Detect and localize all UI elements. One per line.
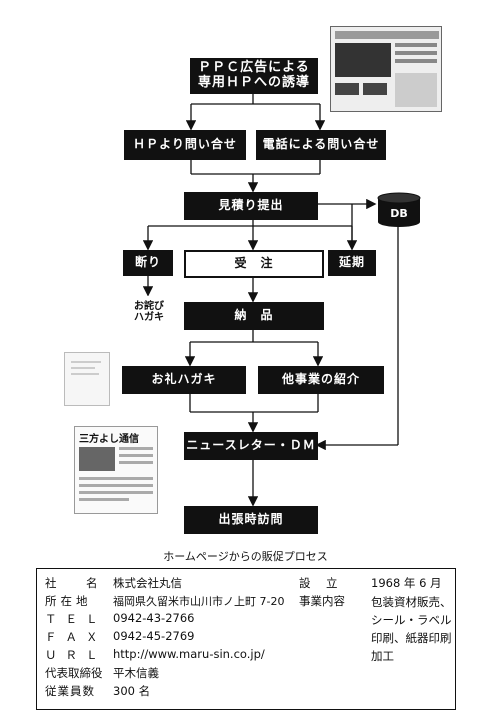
business-label: 事業内容 xyxy=(299,594,345,608)
node-estimate: 見積り提出 xyxy=(184,192,318,220)
figure-caption: ホームページからの販促プロセス xyxy=(163,550,328,563)
company-business: 包装資材販売、 シール・ラベル 印刷、紙器印刷 加工 xyxy=(371,595,452,663)
company-founded: 1968 年 6 月 xyxy=(371,576,442,590)
node-postpone: 延期 xyxy=(328,250,376,276)
employees-label: 従業員数 xyxy=(45,684,95,698)
tel-label: ＴＥＬ xyxy=(45,612,107,626)
node-ppc-ad: ＰＰＣ広告による 専用ＨＰへの誘導 xyxy=(190,58,318,94)
newsletter-thumb-title: 三方よし通信 xyxy=(79,434,139,445)
company-fax: 0942-45-2769 xyxy=(113,629,195,643)
node-tel-inquiry: 電話による問い合せ xyxy=(256,130,386,160)
flow-connectors xyxy=(142,94,399,507)
node-hp-inquiry: ＨＰより問い合せ xyxy=(124,130,246,160)
address-label: 所在地 xyxy=(45,594,92,608)
company-address: 福岡県久留米市山川市ノ上町 7-20 xyxy=(113,595,285,608)
fax-label: ＦＡＸ xyxy=(45,630,107,644)
node-newsletter-dm: ニュースレター・ＤＭ xyxy=(184,432,318,460)
homepage-screenshot-image xyxy=(330,26,442,112)
node-other-business: 他事業の紹介 xyxy=(258,366,384,394)
node-apology-card: お詫び ハガキ xyxy=(126,296,172,328)
node-decline: 断り xyxy=(123,250,173,276)
newsletter-image: 三方よし通信 xyxy=(74,426,158,514)
node-order: 受 注 xyxy=(184,250,324,278)
db-label: DB xyxy=(390,207,408,220)
postcard-image xyxy=(64,352,110,406)
company-employees: 300 名 xyxy=(113,684,151,698)
company-name: 株式会社丸信 xyxy=(113,576,182,590)
node-visit: 出張時訪問 xyxy=(184,506,318,534)
company-url: http://www.maru-sin.co.jp/ xyxy=(113,647,265,661)
company-info-box: 社 名 株式会社丸信 所在地 福岡県久留米市山川市ノ上町 7-20 ＴＥＬ 09… xyxy=(36,568,456,710)
company-ceo: 平木信義 xyxy=(113,666,159,680)
founded-label: 設 立 xyxy=(299,576,340,590)
ceo-label: 代表取締役 xyxy=(45,666,103,680)
node-thanks-card: お礼ハガキ xyxy=(122,366,246,394)
company-name-label: 社 名 xyxy=(45,576,107,590)
node-delivery: 納 品 xyxy=(184,302,324,330)
url-label: ＵＲＬ xyxy=(45,648,107,662)
company-tel: 0942-43-2766 xyxy=(113,611,195,625)
database-icon: DB xyxy=(377,192,421,227)
